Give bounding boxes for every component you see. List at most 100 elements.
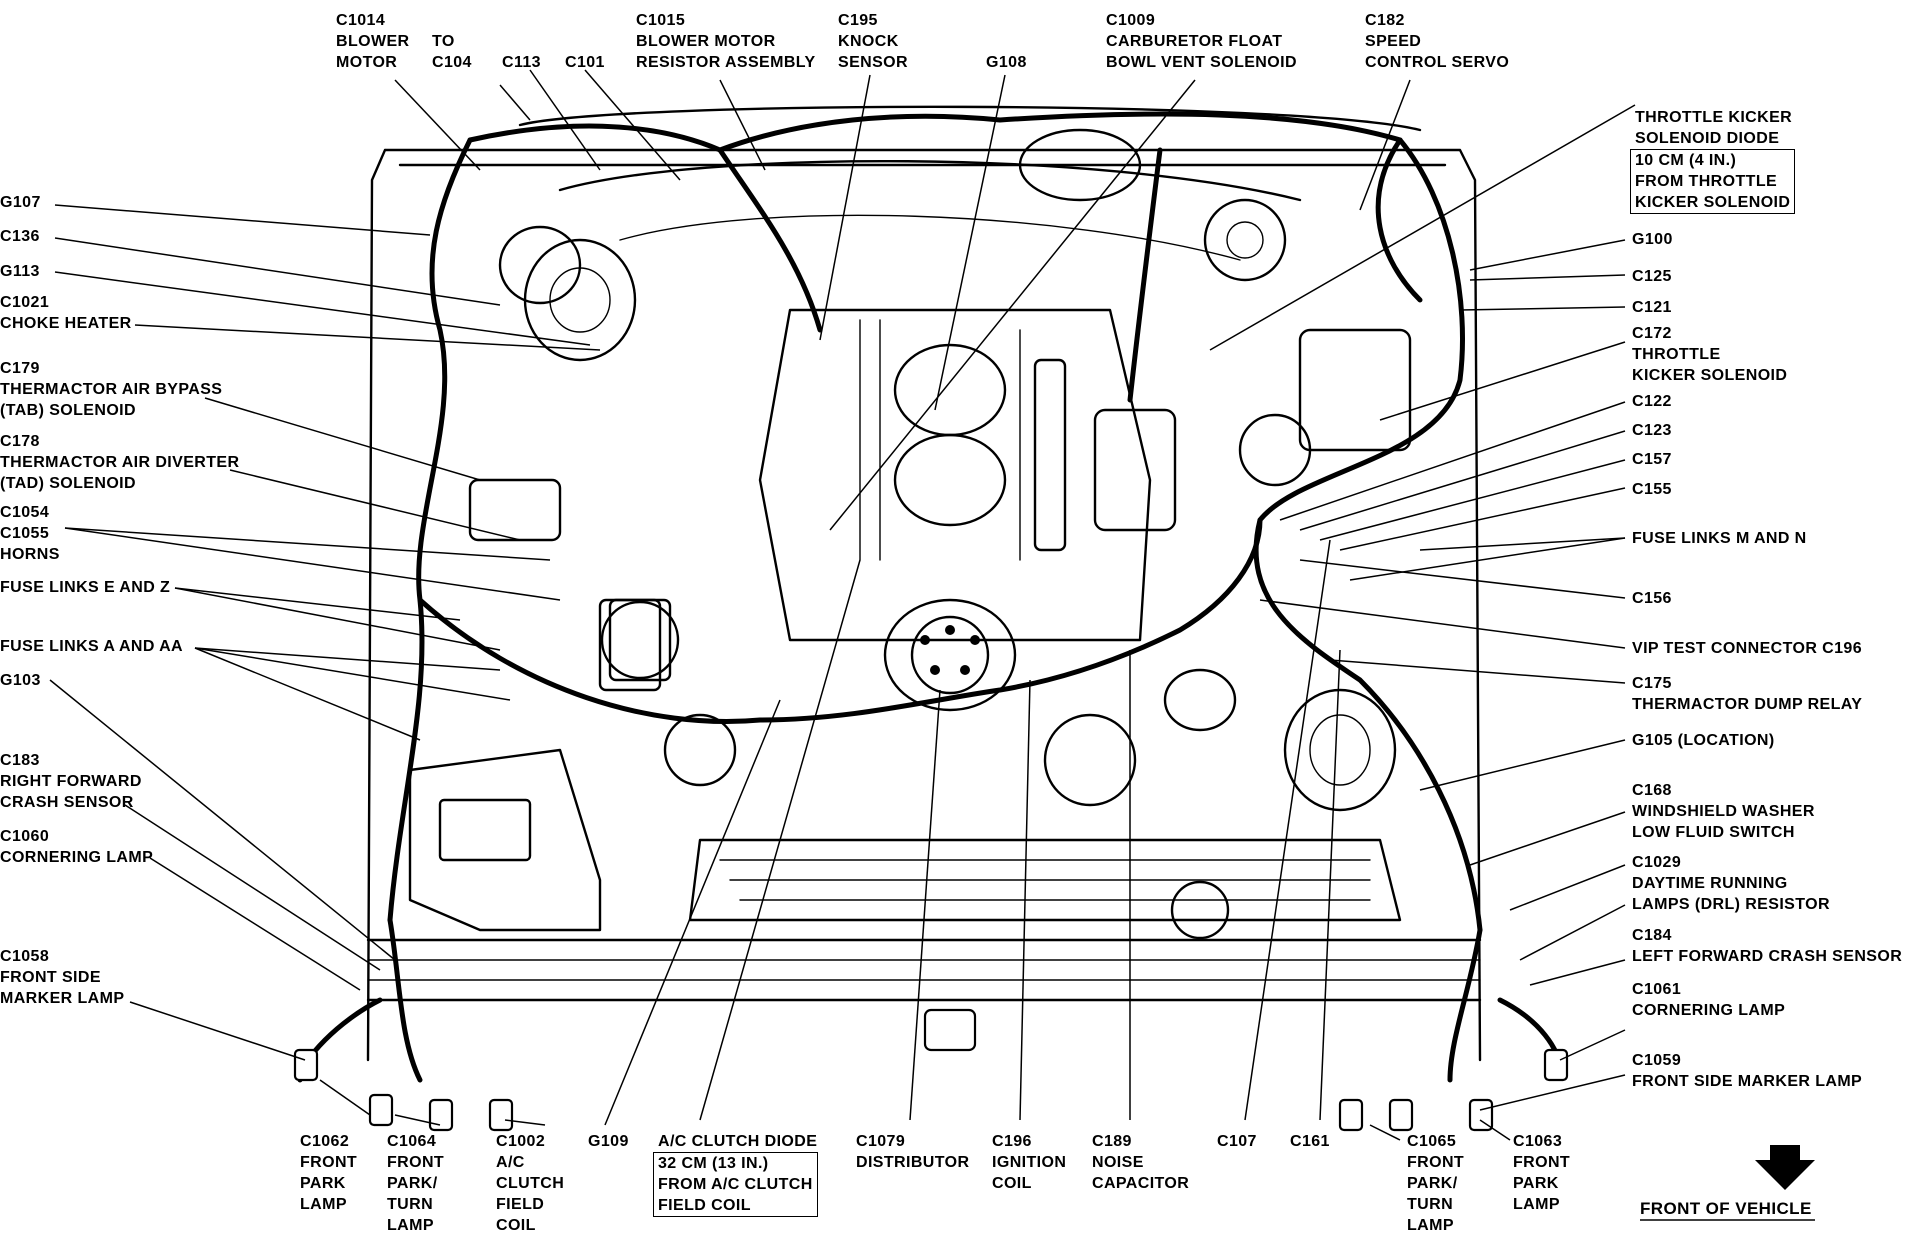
label-line: C101 — [565, 54, 605, 71]
label-line: A/C CLUTCH DIODE — [658, 1133, 818, 1150]
wiring-harness — [297, 111, 1563, 1083]
label-line: C172 — [1632, 325, 1672, 342]
label-fuse-e-z: FUSE LINKS E AND Z — [0, 577, 170, 598]
label-line: C1009 — [1106, 12, 1156, 29]
connector-plugs — [293, 1008, 1569, 1132]
label-line: C1061 — [1632, 981, 1682, 998]
label-line: C122 — [1632, 393, 1672, 410]
label-line: C189 — [1092, 1133, 1132, 1150]
label-line: C125 — [1632, 268, 1672, 285]
label-line: KICKER SOLENOID — [1635, 194, 1791, 211]
label-line: G105 (LOCATION) — [1632, 732, 1775, 749]
label-line: G109 — [588, 1133, 629, 1150]
label-line: LAMP — [1407, 1217, 1454, 1234]
label-line: WINDSHIELD WASHER — [1632, 803, 1815, 820]
label-line: FUSE LINKS E AND Z — [0, 579, 171, 596]
label-line: PARK — [1513, 1175, 1559, 1192]
front-arrow-icon — [1640, 1145, 1815, 1221]
label-fuse-m-n: FUSE LINKS M AND N — [1632, 528, 1807, 549]
leader-lines — [49, 69, 1636, 1141]
label-line: THROTTLE KICKER — [1635, 109, 1793, 126]
label-line: CONTROL SERVO — [1365, 54, 1510, 71]
label-line: FRONT — [1513, 1154, 1571, 1171]
label-line: C157 — [1632, 451, 1672, 468]
label-line: FUSE LINKS M AND N — [1632, 530, 1807, 547]
label-c161: C161 — [1290, 1131, 1330, 1152]
label-line: FRONT SIDE MARKER LAMP — [1632, 1073, 1863, 1090]
label-line: LAMP — [387, 1217, 434, 1234]
label-line: C1059 — [1632, 1052, 1682, 1069]
label-line: KNOCK — [838, 33, 899, 50]
label-line: G103 — [0, 672, 41, 689]
label-line: C1063 — [1513, 1133, 1563, 1150]
label-line: C183 — [0, 752, 40, 769]
label-line: VIP TEST CONNECTOR C196 — [1632, 640, 1862, 657]
label-line: TO — [432, 33, 455, 50]
label-g109: G109 — [588, 1131, 629, 1152]
label-line: C156 — [1632, 590, 1672, 607]
label-line: C168 — [1632, 782, 1672, 799]
label-line: COIL — [992, 1175, 1032, 1192]
label-c122: C122 — [1632, 391, 1672, 412]
label-line: C113 — [502, 54, 541, 71]
label-line: KICKER SOLENOID — [1632, 367, 1788, 384]
label-line: C1064 — [387, 1133, 437, 1150]
label-c121: C121 — [1632, 297, 1672, 318]
label-line: LAMP — [1513, 1196, 1560, 1213]
label-line: THROTTLE — [1632, 346, 1721, 363]
label-line: SPEED — [1365, 33, 1422, 50]
label-g105: G105 (LOCATION) — [1632, 730, 1775, 751]
label-line: C121 — [1632, 299, 1672, 316]
label-line: CRASH SENSOR — [0, 794, 134, 811]
label-line: FUSE LINKS A AND AA — [0, 638, 184, 655]
label-c123: C123 — [1632, 420, 1672, 441]
label-line: (TAB) SOLENOID — [0, 402, 136, 419]
label-line: C1058 — [0, 948, 50, 965]
label-line: C175 — [1632, 675, 1672, 692]
label-line: C178 — [0, 433, 40, 450]
label-line: C182 — [1365, 12, 1405, 29]
label-line: (TAD) SOLENOID — [0, 475, 136, 492]
label-line: BLOWER — [336, 33, 410, 50]
label-to-c104: TO C104 — [432, 31, 472, 73]
label-g100: G100 — [1632, 229, 1673, 250]
label-line: THERMACTOR AIR BYPASS — [0, 381, 223, 398]
label-c156: C156 — [1632, 588, 1672, 609]
label-g103: G103 — [0, 670, 41, 691]
label-vip-test: VIP TEST CONNECTOR C196 — [1632, 638, 1862, 659]
label-line: C1060 — [0, 828, 50, 845]
label-c101: C101 — [565, 52, 605, 73]
label-line: FRONT — [387, 1154, 445, 1171]
label-line: C1054 — [0, 504, 50, 521]
label-line: C104 — [432, 54, 472, 71]
label-line: C1015 — [636, 12, 686, 29]
label-c113: C113 — [502, 52, 541, 73]
label-line: FRONT SIDE — [0, 969, 101, 986]
label-line: FIELD COIL — [658, 1197, 751, 1214]
label-line: DISTRIBUTOR — [856, 1154, 970, 1171]
label-line: C196 — [992, 1133, 1032, 1150]
label-line: MARKER LAMP — [0, 990, 125, 1007]
label-line: C1062 — [300, 1133, 350, 1150]
label-line: FROM THROTTLE — [1635, 173, 1778, 190]
label-line: CARBURETOR FLOAT — [1106, 33, 1283, 50]
label-line: CHOKE HEATER — [0, 315, 132, 332]
label-line: DAYTIME RUNNING — [1632, 875, 1788, 892]
label-c155: C155 — [1632, 479, 1672, 500]
label-line: THERMACTOR DUMP RELAY — [1632, 696, 1863, 713]
